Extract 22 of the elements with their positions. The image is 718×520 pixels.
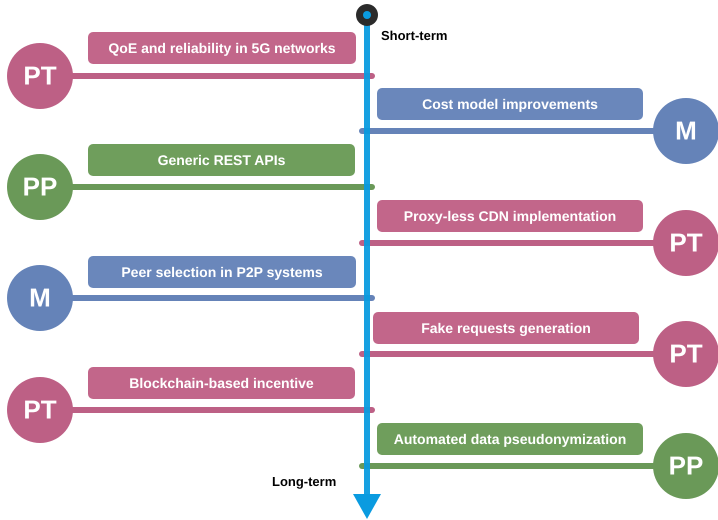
category-abbreviation: M: [28, 282, 52, 314]
category-abbreviation: PP: [668, 450, 704, 482]
topic-box: Automated data pseudonymization: [377, 423, 643, 455]
category-circle: [7, 154, 73, 220]
category-abbreviation: PT: [668, 228, 704, 258]
category-circle: [7, 377, 73, 443]
category-abbreviation: PT: [668, 338, 704, 370]
timeline-label: Long-term: [272, 474, 336, 489]
topic-box: Proxy-less CDN implementation: [377, 200, 643, 232]
category-abbreviation: PT: [22, 394, 58, 426]
category-abbreviation: M: [674, 116, 698, 146]
category-circle: [7, 265, 73, 331]
topic-box: Generic REST APIs: [88, 144, 355, 176]
topic-box: Fake requests generation: [373, 312, 639, 344]
timeline-label: Short-term: [381, 28, 448, 43]
topic-box: Blockchain-based incentive: [88, 367, 355, 399]
category-circle: [7, 43, 73, 109]
topic-box: QoE and reliability in 5G networks: [88, 32, 356, 64]
category-abbreviation: PT: [22, 60, 58, 92]
topic-box: Peer selection in P2P systems: [88, 256, 356, 288]
category-abbreviation: PP: [22, 172, 58, 202]
topic-box: Cost model improvements: [377, 88, 643, 120]
